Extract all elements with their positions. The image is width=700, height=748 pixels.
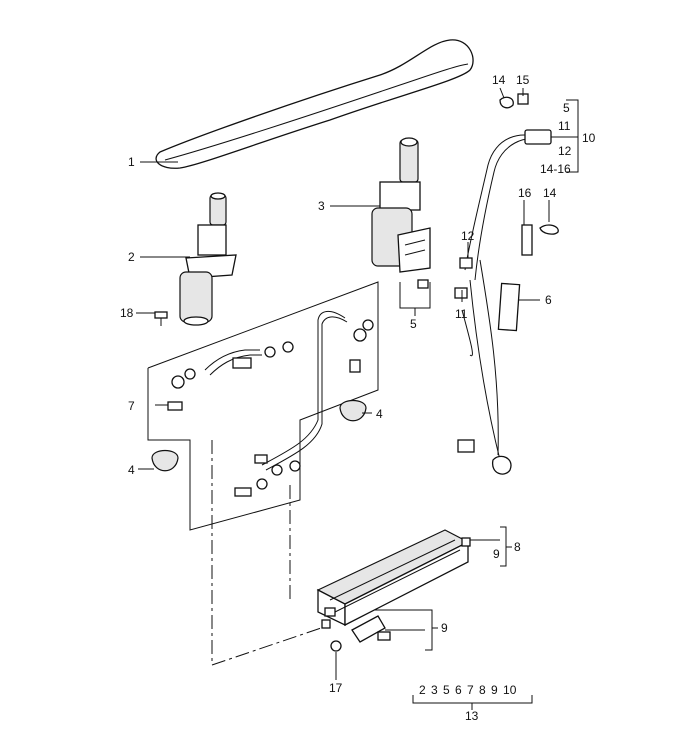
wiring-harness (454, 93, 559, 475)
left-lift-cylinder (179, 192, 237, 326)
callout-14-top: 14 (492, 73, 506, 87)
screw-18 (154, 311, 168, 326)
callout-13: 13 (465, 709, 479, 723)
right-lift-cylinder (371, 137, 431, 289)
callout-labels: 1 2 3 18 5 7 4 4 14 15 5 11 10 12 14-16 … (120, 73, 596, 723)
callout-11-left: 11 (455, 307, 468, 321)
callout-3: 3 (318, 199, 325, 213)
callout-10: 10 (582, 131, 596, 145)
protective-cap-left (151, 449, 179, 472)
callout-7: 7 (128, 399, 135, 413)
callout-9-bracket: 9 (441, 621, 448, 635)
callout-6: 6 (545, 293, 552, 307)
callout-17: 17 (329, 681, 343, 695)
callout-14-16: 14-16 (540, 162, 571, 176)
rear-spoiler (155, 39, 474, 169)
kit-13-contents: 2 3 5 6 7 8 9 10 (419, 683, 517, 697)
callout-1: 1 (128, 155, 135, 169)
callout-16: 16 (518, 186, 532, 200)
callout-11-right: 11 (558, 119, 571, 133)
protective-cap-right (339, 399, 367, 422)
callout-4-right: 4 (376, 407, 383, 421)
callout-2: 2 (128, 250, 135, 264)
callout-4-left: 4 (128, 463, 135, 477)
callout-12-right: 12 (558, 144, 572, 158)
callout-15: 15 (516, 73, 530, 87)
callout-8: 8 (514, 540, 521, 554)
callout-18: 18 (120, 306, 134, 320)
callout-9-pump: 9 (493, 547, 500, 561)
leader-lines (136, 87, 579, 710)
hydraulic-kit-outline (147, 281, 379, 666)
callout-5-lower: 5 (410, 317, 417, 331)
callout-5-right: 5 (563, 101, 570, 115)
callout-12-left: 12 (461, 229, 475, 243)
callout-14-mid: 14 (543, 186, 557, 200)
mounting-bracket (330, 615, 391, 652)
hydraulic-pump-unit (316, 529, 471, 629)
